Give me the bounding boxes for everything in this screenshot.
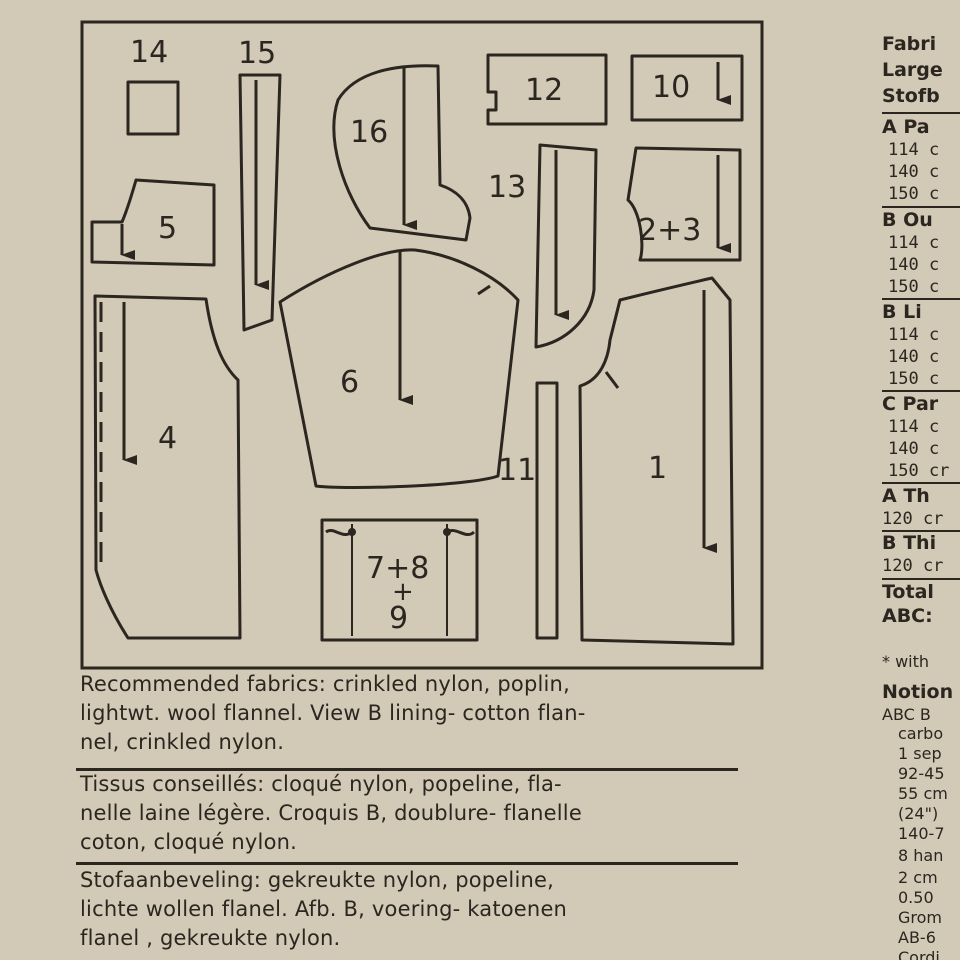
- piece-7-8-9-pleat-right: [446, 529, 476, 537]
- rc-section-title: B Ou: [882, 209, 933, 231]
- rc-notion: ABC B: [882, 705, 931, 724]
- piece-7-8-9-label-top: 7+8: [366, 551, 429, 586]
- fabric-requirements-column: Fabri Large Stofb A Pa 114 c 140 c 150 c…: [882, 0, 960, 960]
- rc-section-title: B Li: [882, 301, 922, 323]
- rc-divider: [882, 482, 960, 484]
- description-line: Tissus conseillés: cloqué nylon, popelin…: [80, 772, 562, 796]
- piece-14-label: 14: [130, 35, 168, 70]
- rc-section-title: A Pa: [882, 116, 930, 138]
- rc-total-label: Total: [882, 581, 934, 603]
- piece-7-8-9-dot-right: [443, 528, 451, 536]
- description-line: lightwt. wool flannel. View B lining- co…: [80, 701, 586, 725]
- piece-7-8-9-label-plus: +: [392, 577, 414, 607]
- rc-notion: carbo: [898, 724, 944, 743]
- layout-frame: [80, 20, 764, 670]
- rc-divider: [882, 206, 960, 208]
- piece-5-label: 5: [158, 211, 177, 246]
- rc-divider: [882, 298, 960, 300]
- piece-12-label: 12: [525, 73, 563, 108]
- rc-row: 114 c: [888, 417, 940, 437]
- description-dutch: Stofaanbeveling: gekreukte nylon, popeli…: [80, 866, 740, 953]
- piece-4-label: 4: [158, 421, 177, 456]
- rc-notion: AB-6: [898, 928, 936, 947]
- rc-notion: 92-45: [898, 764, 945, 783]
- piece-6-outline: [278, 248, 520, 490]
- description-line: coton, cloqué nylon.: [80, 830, 298, 854]
- piece-6-label: 6: [340, 365, 359, 400]
- description-english: Recommended fabrics: crinkled nylon, pop…: [80, 670, 740, 757]
- rc-footnote: * with: [882, 652, 930, 671]
- rc-header-line: Large: [882, 59, 943, 81]
- piece-2-3-outline: [626, 146, 742, 262]
- rc-row: 150 c: [888, 277, 940, 297]
- rc-row: 140 c: [888, 439, 940, 459]
- piece-12-outline: [486, 53, 608, 126]
- rc-divider: [882, 390, 960, 392]
- divider: [76, 768, 738, 771]
- piece-1-notch: [604, 371, 620, 389]
- rc-notion: (24"): [898, 804, 939, 823]
- piece-10-outline: [630, 54, 744, 122]
- rc-row: 140 c: [888, 255, 940, 275]
- description-line: flanel , gekreukte nylon.: [80, 926, 341, 950]
- rc-notions-title: Notion: [882, 681, 954, 703]
- rc-divider: [882, 112, 960, 114]
- rc-notion: 140-7: [898, 824, 945, 843]
- piece-11-label: 11: [498, 453, 536, 488]
- piece-1-outline: [578, 276, 735, 646]
- rc-row: 150 c: [888, 184, 940, 204]
- description-line: nel, crinkled nylon.: [80, 730, 285, 754]
- piece-5-outline: [90, 178, 216, 267]
- rc-notion: 8 han: [898, 846, 944, 865]
- piece-16-label: 16: [350, 115, 388, 150]
- rc-row: 140 c: [888, 162, 940, 182]
- piece-10-label: 10: [652, 70, 690, 105]
- rc-section-title: C Par: [882, 393, 939, 415]
- rc-notion: 0.50: [898, 888, 934, 907]
- description-line: nelle laine légère. Croquis B, doublure-…: [80, 801, 582, 825]
- piece-2-3-label: 2+3: [638, 213, 701, 248]
- rc-row: 120 cr: [882, 556, 944, 576]
- rc-notion: 55 cm: [898, 784, 948, 803]
- rc-section-title: A Th: [882, 485, 930, 507]
- piece-1-label: 1: [648, 451, 667, 486]
- rc-row: 150 cr: [888, 461, 950, 481]
- piece-13-outline: [534, 143, 598, 349]
- piece-7-8-9-label-bottom: 9: [389, 601, 408, 636]
- rc-notion: 2 cm: [898, 868, 938, 887]
- piece-7-8-9-outline: [320, 518, 479, 642]
- rc-divider: [882, 578, 960, 580]
- description-french: Tissus conseillés: cloqué nylon, popelin…: [80, 770, 740, 857]
- rc-header-line: Fabri: [882, 33, 937, 55]
- rc-row: 114 c: [888, 140, 940, 160]
- piece-7-8-9-dot-left: [348, 528, 356, 536]
- rc-row: 120 cr: [882, 509, 944, 529]
- piece-15-label: 15: [238, 36, 276, 71]
- rc-row: 114 c: [888, 325, 940, 345]
- rc-row: 140 c: [888, 347, 940, 367]
- rc-section-title: B Thi: [882, 532, 937, 554]
- rc-notion: 1 sep: [898, 744, 942, 763]
- divider: [76, 862, 738, 865]
- rc-divider: [882, 530, 960, 532]
- piece-4-outline: [93, 294, 242, 640]
- rc-row: 114 c: [888, 233, 940, 253]
- rc-row: 150 c: [888, 369, 940, 389]
- piece-13-label: 13: [488, 170, 526, 205]
- piece-6-notch: [477, 284, 491, 296]
- rc-notion: Grom: [898, 908, 942, 927]
- piece-11-outline: [535, 381, 559, 640]
- description-line: Stofaanbeveling: gekreukte nylon, popeli…: [80, 868, 554, 892]
- piece-15-outline: [238, 73, 282, 332]
- piece-16-outline: [332, 64, 472, 242]
- rc-notion: Cordi: [898, 948, 940, 960]
- rc-header-line: Stofb: [882, 85, 940, 107]
- description-line: lichte wollen flanel. Afb. B, voering- k…: [80, 897, 568, 921]
- rc-total-label: ABC:: [882, 605, 933, 627]
- piece-14-outline: [126, 80, 180, 136]
- description-line: Recommended fabrics: crinkled nylon, pop…: [80, 672, 570, 696]
